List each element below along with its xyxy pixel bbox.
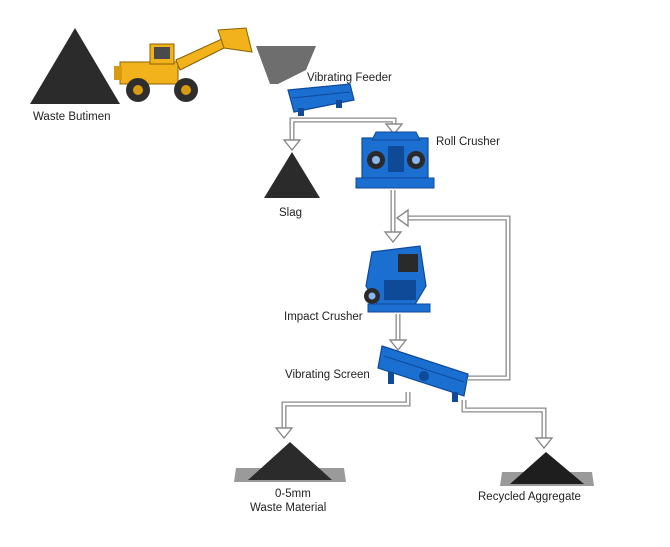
roll-crusher-label: Roll Crusher	[436, 136, 500, 148]
fine-material-label-line2: Waste Material	[250, 502, 326, 514]
arrow-screen-to-aggregate	[461, 400, 554, 450]
vibrating-screen-icon	[377, 345, 469, 402]
roll-crusher-icon	[355, 131, 435, 189]
recycled-aggregate-pile-icon	[500, 452, 594, 486]
vibrating-screen-label: Vibrating Screen	[285, 369, 370, 381]
arrow-feeder-to-roll-crusher	[322, 117, 404, 136]
slag-pile-icon	[264, 152, 320, 198]
arrow-roll-to-impact	[383, 190, 403, 244]
vibrating-feeder-icon	[287, 83, 355, 116]
arrow-feeder-to-slag	[282, 117, 322, 152]
recycled-aggregate-label: Recycled Aggregate	[478, 491, 581, 503]
waste-butimen-pile-icon	[30, 28, 120, 104]
vibrating-feeder-label: Vibrating Feeder	[307, 72, 392, 84]
hopper-icon	[256, 46, 316, 84]
arrow-screen-to-fine	[274, 392, 411, 440]
impact-crusher-label: Impact Crusher	[284, 311, 363, 323]
impact-crusher-icon	[364, 245, 431, 313]
fine-material-pile-icon	[234, 442, 346, 482]
waste-butimen-label: Waste Butimen	[33, 111, 111, 123]
wheel-loader-icon	[114, 27, 253, 102]
arrow-impact-to-screen	[388, 314, 408, 352]
fine-material-label-line1: 0-5mm	[275, 488, 311, 500]
slag-label: Slag	[279, 207, 302, 219]
arrow-return-loop	[395, 208, 511, 381]
